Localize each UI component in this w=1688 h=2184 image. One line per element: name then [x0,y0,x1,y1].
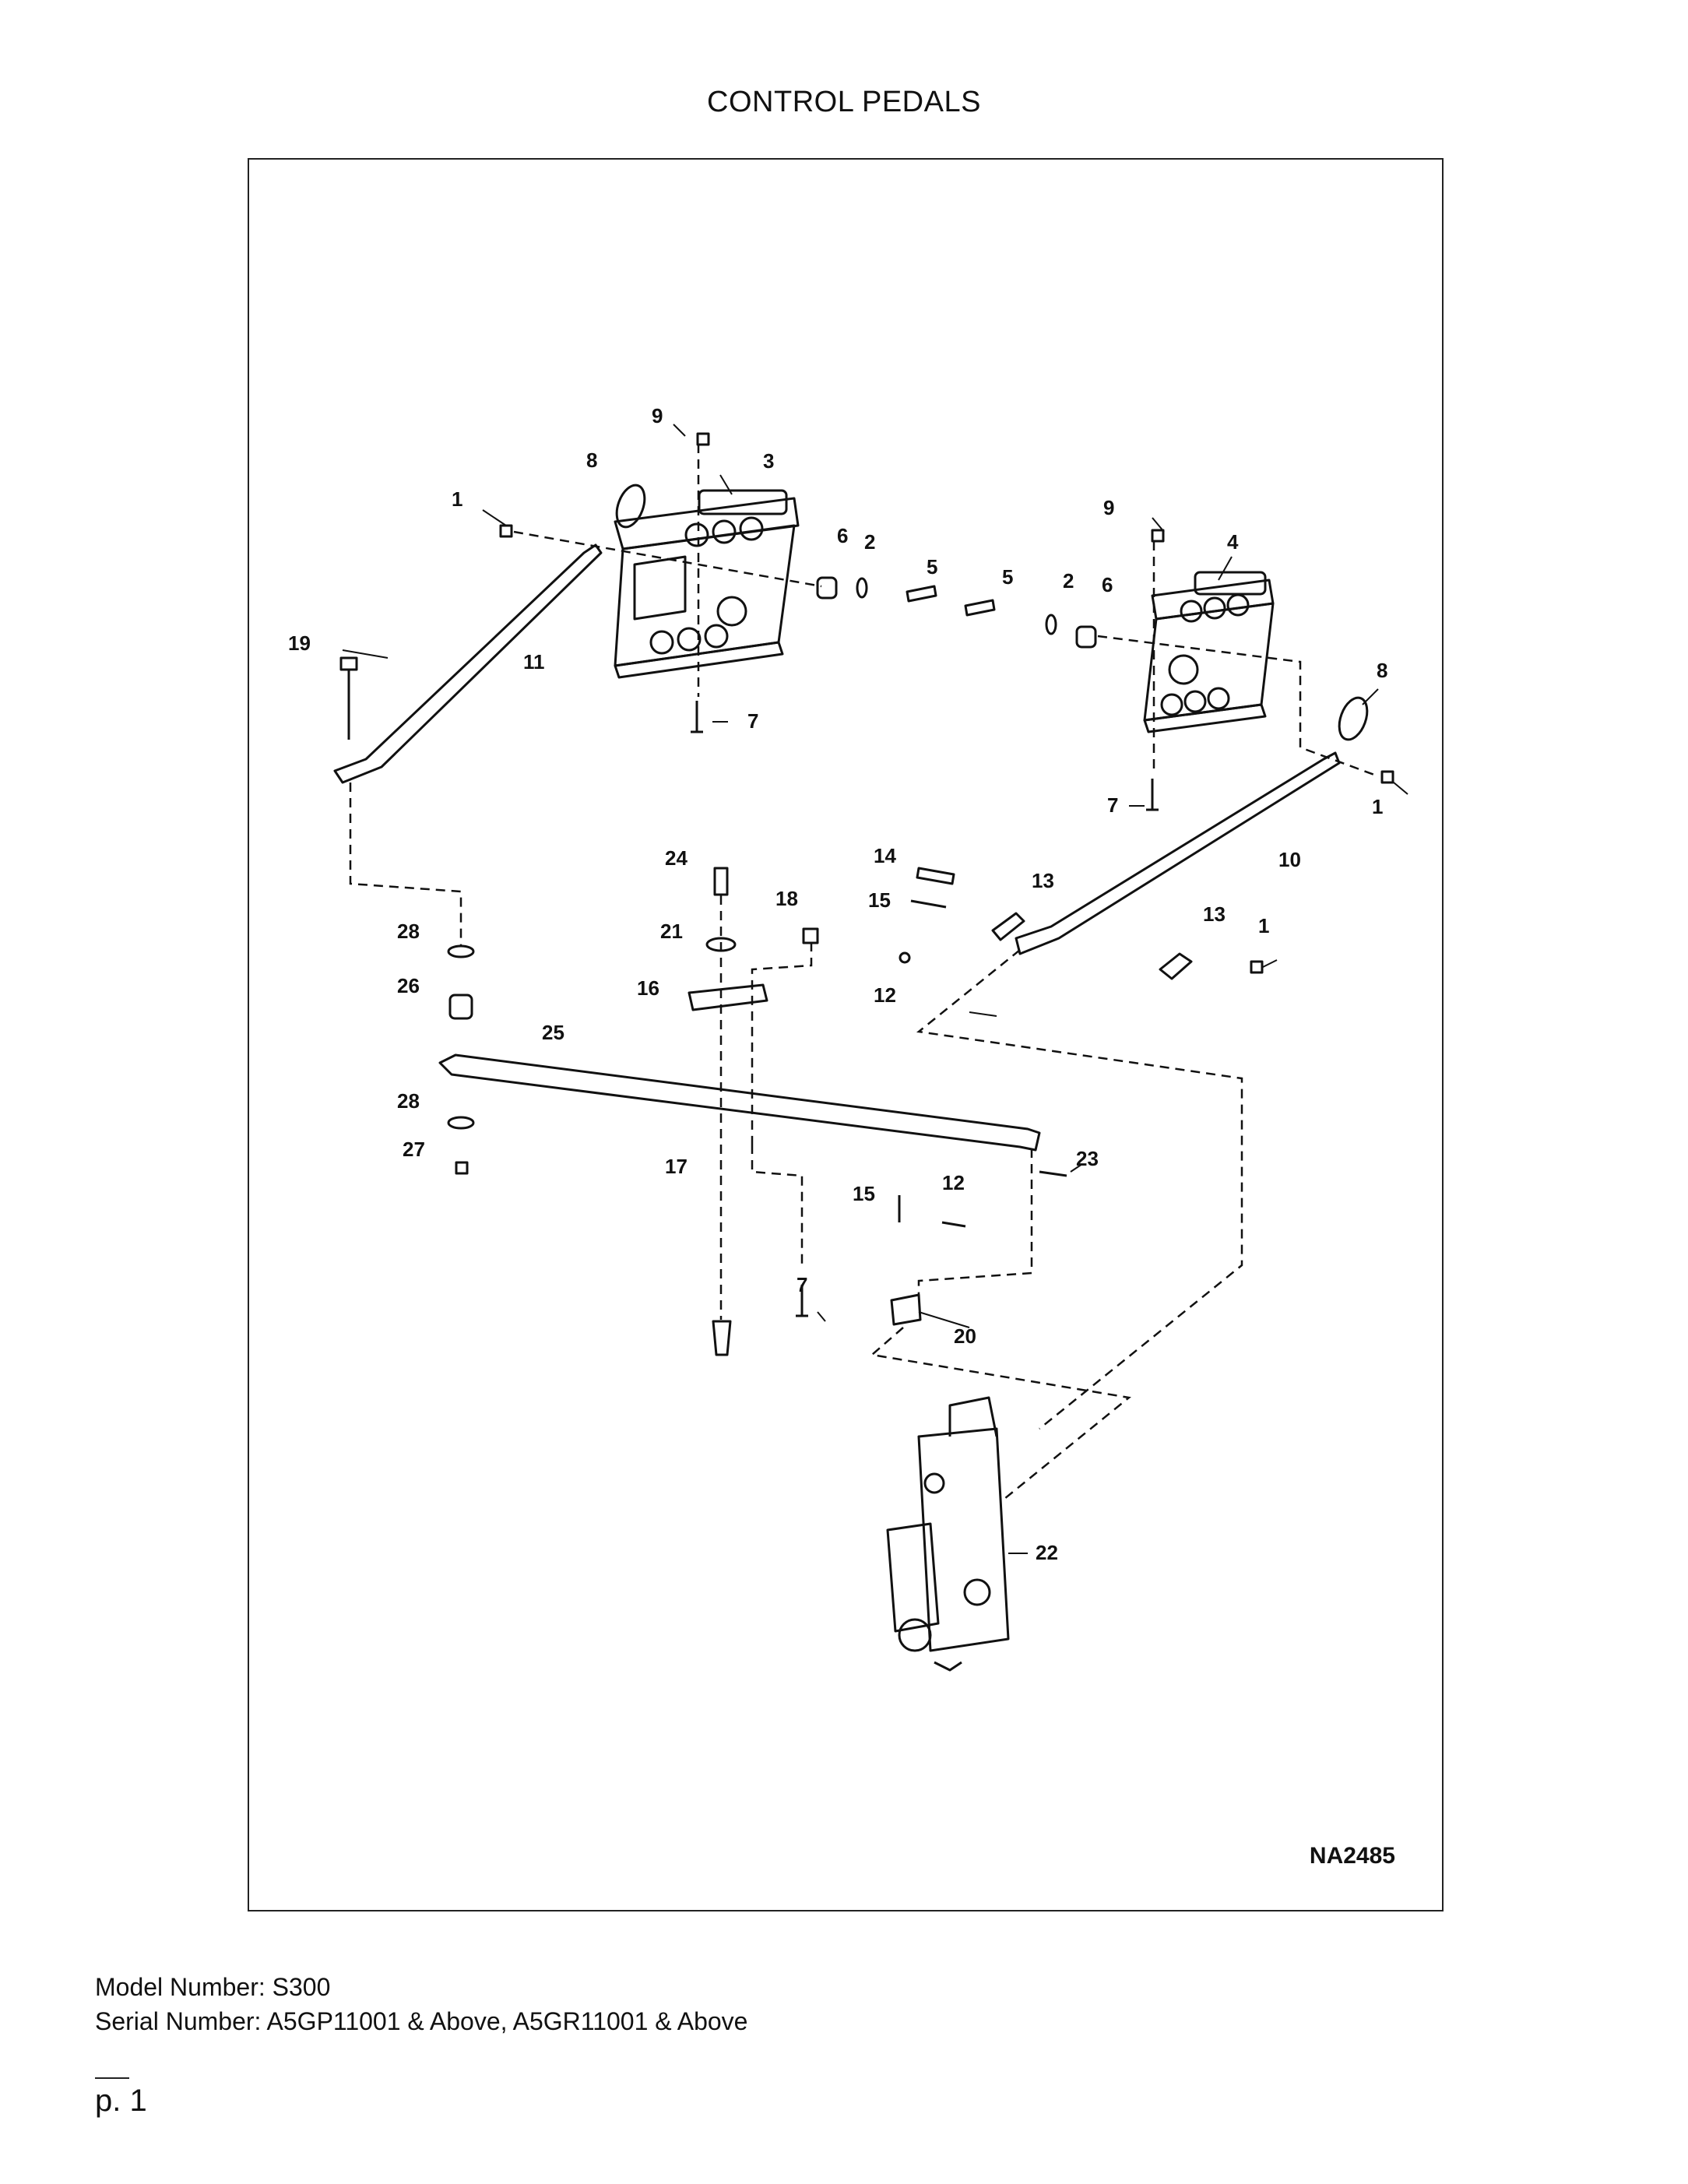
callout-7-b: 7 [1107,793,1118,817]
serial-number: Serial Number: A5GP11001 & Above, A5GR11… [95,2007,748,2035]
callout-1-a: 1 [452,487,462,511]
callout-9-b: 9 [1103,496,1114,519]
callout-20: 20 [954,1324,976,1348]
callout-18: 18 [775,887,798,910]
left-linkage-rod [333,543,603,784]
callout-3: 3 [763,449,774,473]
callout-22: 22 [1036,1541,1058,1564]
drawing-code: NA2485 [1309,1843,1395,1869]
callout-8-b: 8 [1377,659,1387,682]
callout-15-b: 15 [853,1182,875,1205]
callout-2-b: 2 [1063,569,1074,593]
callout-8-a: 8 [586,448,597,472]
callout-13-b: 13 [1203,902,1226,926]
callout-15-a: 15 [868,888,891,912]
right-linkage-rod [1015,751,1341,955]
main-link-bar [438,1053,1041,1152]
callout-5-b: 5 [1002,565,1013,589]
callout-23: 23 [1076,1147,1099,1170]
grommet-left [615,484,646,529]
callout-14: 14 [874,844,896,867]
left-pedal-assembly [614,489,800,679]
page-title: CONTROL PEDALS [707,86,981,118]
callout-28-a: 28 [397,920,420,943]
footer-rule [95,2077,129,2079]
callout-17: 17 [665,1155,688,1178]
callout-1-c: 1 [1258,914,1269,937]
callout-2-a: 2 [864,530,875,554]
callout-6-a: 6 [837,524,848,547]
callout-28-b: 28 [397,1089,420,1113]
parts-diagram-frame: 1 1 1 2 2 3 4 5 5 6 6 7 7 7 8 8 9 9 10 1… [248,158,1444,1911]
model-number: Model Number: S300 [95,1973,331,2001]
callout-27: 27 [403,1138,425,1161]
callout-7-c: 7 [797,1273,807,1296]
callout-7-a: 7 [747,709,758,733]
callout-6-b: 6 [1102,573,1113,596]
callout-13-a: 13 [1032,869,1054,892]
exploded-parts-diagram: 1 1 1 2 2 3 4 5 5 6 6 7 7 7 8 8 9 9 10 1… [288,404,1408,1672]
callout-12-b: 12 [942,1171,965,1194]
callout-10: 10 [1278,848,1301,871]
callout-25: 25 [542,1021,564,1044]
page-number: p. 1 [95,2084,147,2118]
model-info: Model Number: S300 Serial Number: A5GP11… [95,1970,747,2038]
callout-21: 21 [660,920,683,943]
control-valve [886,1396,1010,1672]
right-pedal-assembly [1143,571,1275,733]
callout-5-a: 5 [927,555,937,579]
callout-19: 19 [288,631,311,655]
callout-9-a: 9 [652,404,663,427]
callout-16: 16 [637,976,659,1000]
callout-11: 11 [523,650,545,673]
callout-1-b: 1 [1372,795,1383,818]
clevis [890,1293,922,1326]
callout-12-a: 12 [874,983,896,1007]
callout-26: 26 [397,974,420,997]
callout-24: 24 [665,846,688,870]
callout-4: 4 [1227,530,1239,554]
grommet-right [1338,696,1369,741]
